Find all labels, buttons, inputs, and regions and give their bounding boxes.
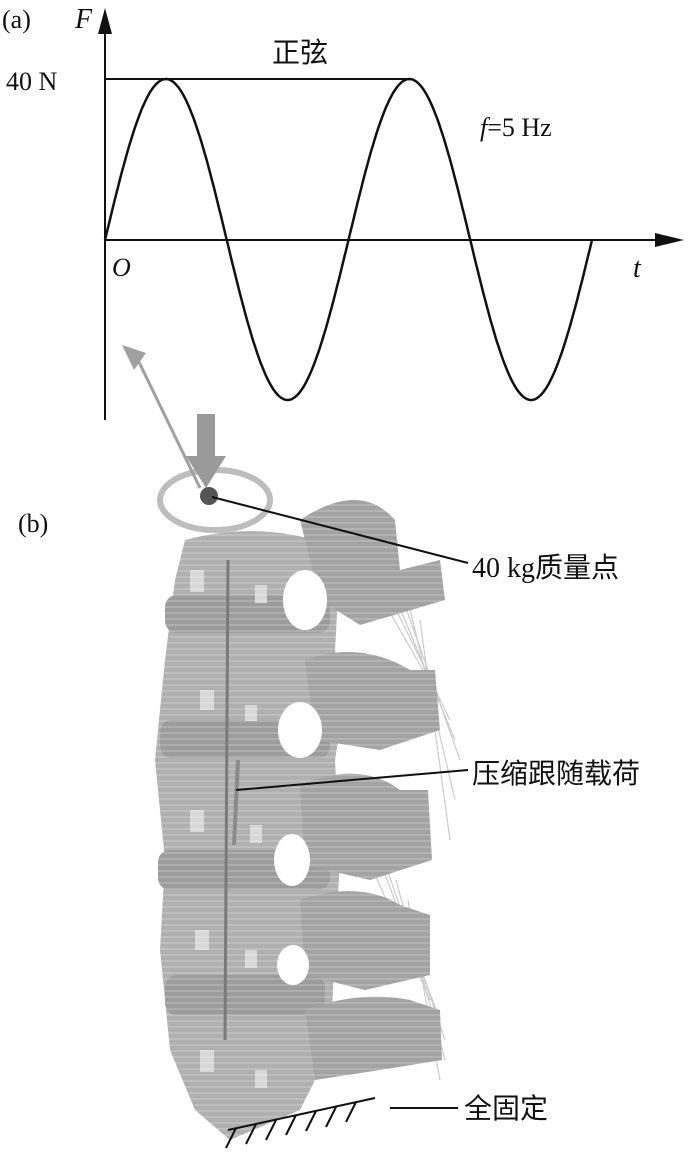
load-arrows [122, 345, 226, 489]
follower-callout-leader [235, 769, 469, 791]
sine-waveform [103, 77, 594, 402]
inclined-load-arrowhead [122, 345, 146, 370]
frequency-symbol: f [480, 113, 491, 142]
vertical-load-shaft [197, 414, 215, 456]
waveform-label: 正弦 [272, 37, 328, 69]
mesh-texture [150, 490, 460, 1140]
x-axis-symbol: t [633, 253, 642, 284]
y-axis-symbol: F [74, 4, 93, 35]
follower-load-segment [232, 759, 240, 846]
fixed-support [225, 1097, 376, 1149]
mass-callout-leader [211, 496, 469, 564]
inclined-load-arrow [136, 359, 202, 489]
panel-a-label: (a) [2, 5, 31, 34]
panel-a-plot: (a) F t O 40 N 正弦 f=5 Hz [2, 4, 684, 420]
y-axis-arrowhead [98, 8, 112, 34]
follower-load-line [223, 559, 230, 1041]
amplitude-label: 40 N [6, 67, 58, 96]
follower-load-label: 压缩跟随载荷 [472, 758, 640, 790]
origin-label: O [112, 253, 131, 282]
vertical-load-arrowhead [186, 456, 226, 488]
fixed-support-label: 全固定 [464, 1093, 548, 1125]
x-axis-arrowhead [655, 233, 684, 247]
frequency-value: =5 Hz [487, 113, 551, 142]
panel-b-label: (b) [18, 509, 48, 538]
mass-point [200, 487, 218, 505]
mass-point-label: 40 kg质量点 [472, 552, 619, 584]
panel-b-model: (b) [18, 345, 640, 1149]
spine-model [150, 467, 461, 1140]
frequency-label: f=5 Hz [480, 113, 552, 142]
